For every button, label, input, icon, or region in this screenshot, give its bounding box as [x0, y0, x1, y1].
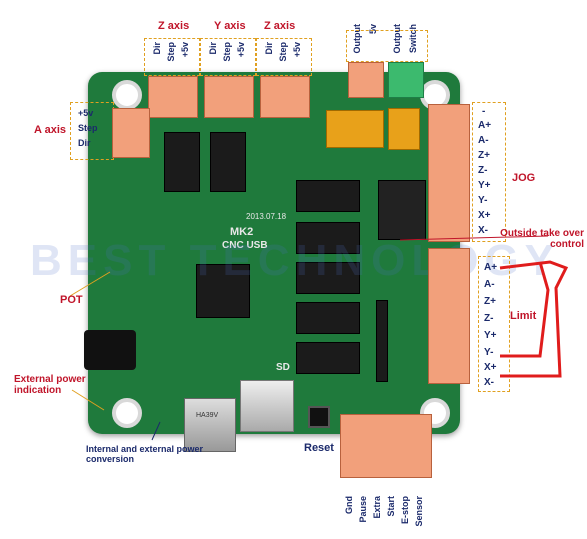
- jog-pin: Y+: [478, 180, 491, 191]
- board-model: MK2: [230, 226, 254, 238]
- relay: [388, 108, 420, 150]
- chip: [296, 262, 360, 294]
- jog-title: JOG: [512, 172, 536, 184]
- chip: [210, 132, 246, 192]
- power-conversion-label: Internal and external power conversion: [86, 444, 204, 464]
- bottom-pin-sensor: Sensor: [414, 496, 424, 527]
- usb-port: [184, 398, 236, 452]
- limit-pin: Y-: [484, 347, 494, 358]
- limit-pin: Z+: [484, 296, 496, 307]
- jog-pin: Z-: [478, 165, 488, 176]
- axis-z2-box: [256, 38, 312, 76]
- axis-z2-terminal: [260, 76, 310, 118]
- sd-slot: [240, 380, 294, 432]
- axis-z2-title: Z axis: [264, 20, 296, 32]
- relay: [326, 110, 384, 148]
- pointer-line: [151, 421, 161, 441]
- limit-pin: Z-: [484, 313, 494, 324]
- reset-button[interactable]: [308, 406, 330, 428]
- a-axis-pin-step: Step: [78, 123, 98, 133]
- limit-terminal-strip: [428, 248, 470, 384]
- output-terminal: [348, 62, 384, 98]
- output-box: [346, 30, 428, 62]
- a-axis-pin-dir: Dir: [78, 138, 91, 148]
- red-wire: [499, 260, 569, 378]
- pointer-line: [69, 271, 111, 297]
- jog-pin: -: [482, 106, 486, 117]
- pot-label: POT: [60, 294, 83, 306]
- limit-pin: Y+: [484, 330, 497, 341]
- axis-z1-box: [144, 38, 200, 76]
- jog-terminal-strip: [428, 104, 470, 242]
- axis-y-box: [200, 38, 256, 76]
- jog-pin: Z+: [478, 150, 490, 161]
- a-axis-title: A axis: [34, 124, 67, 136]
- a-axis-pin-5v: +5v: [78, 108, 94, 118]
- chip: [164, 132, 200, 192]
- limit-box: [478, 256, 510, 392]
- mcu-chip: [196, 264, 250, 318]
- chip: [296, 302, 360, 334]
- chip: [296, 222, 360, 254]
- outside-control-label: Outside take over control: [500, 228, 584, 250]
- jog-pin: X-: [478, 225, 488, 236]
- axis-z1-terminal: [148, 76, 198, 118]
- bottom-terminal: [340, 414, 432, 478]
- usb-chip-label: HA39V: [196, 412, 219, 419]
- jog-pin: Y-: [478, 195, 488, 206]
- jog-pin: A+: [478, 120, 492, 131]
- limit-title: Limit: [510, 310, 537, 322]
- mount-hole: [112, 80, 142, 110]
- pointer-line: [71, 389, 105, 411]
- jog-pin: X+: [478, 210, 491, 221]
- board-date: 2013.07.18: [246, 212, 287, 221]
- mount-hole: [112, 398, 142, 428]
- dc-jack: [84, 330, 136, 370]
- ext-power-label: External power indication: [14, 374, 86, 396]
- chip: [296, 342, 360, 374]
- switch-terminal: [388, 62, 424, 98]
- header-connector: [378, 180, 426, 240]
- limit-pin: A-: [484, 279, 495, 290]
- pointer-line: [399, 235, 549, 241]
- limit-pin: A+: [484, 262, 498, 273]
- jog-pin: A-: [478, 135, 489, 146]
- a-axis-terminal: [112, 108, 150, 158]
- slot: [376, 300, 388, 382]
- bottom-pin-gnd: Gnd: [344, 496, 354, 514]
- chip: [296, 180, 360, 212]
- bottom-pin-start: Start: [386, 496, 396, 517]
- jog-box: [472, 102, 506, 242]
- bottom-pin-estop: E-stop: [400, 496, 410, 524]
- red-wire: [500, 261, 550, 358]
- bottom-pin-pause: Pause: [358, 496, 368, 523]
- axis-y-title: Y axis: [214, 20, 246, 32]
- board-cnc: CNC USB: [222, 240, 268, 251]
- board-sd: SD: [276, 362, 290, 373]
- reset-label: Reset: [304, 442, 334, 454]
- limit-pin: X+: [484, 362, 497, 373]
- axis-z1-title: Z axis: [158, 20, 190, 32]
- axis-y-terminal: [204, 76, 254, 118]
- limit-pin: X-: [484, 377, 494, 388]
- bottom-pin-extra: Extra: [372, 496, 382, 519]
